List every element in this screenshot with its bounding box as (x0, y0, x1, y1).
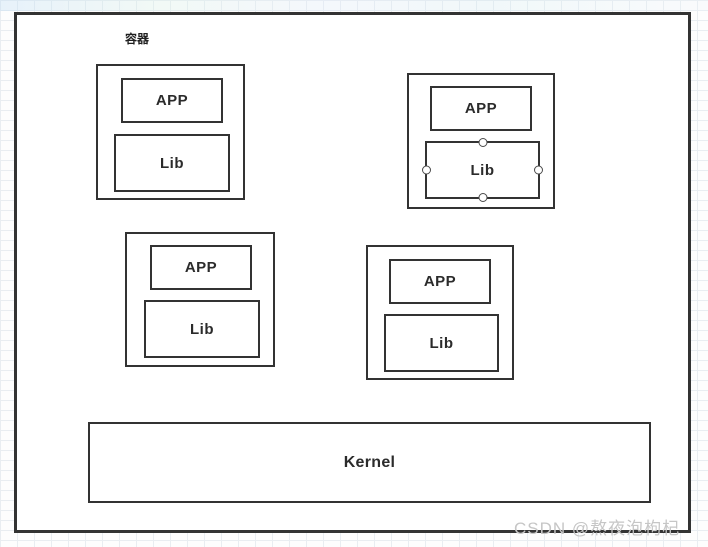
container-shape-bottom-right[interactable]: APP Lib (366, 245, 514, 380)
app-label: APP (464, 100, 498, 117)
lib-shape[interactable]: Lib (384, 314, 499, 372)
app-label: APP (423, 273, 457, 290)
kernel-shape[interactable]: Kernel (88, 422, 651, 503)
lib-shape[interactable]: Lib (114, 134, 230, 192)
lib-shape-selected[interactable]: Lib (422, 138, 543, 202)
app-label: APP (155, 92, 189, 109)
selection-handle-right[interactable] (534, 165, 543, 175)
selection-handle-bottom[interactable] (478, 193, 487, 202)
background-grid-tint (0, 0, 708, 11)
app-shape[interactable]: APP (430, 86, 532, 131)
app-shape[interactable]: APP (121, 78, 223, 123)
app-shape[interactable]: APP (389, 259, 491, 304)
container-shape-top-left[interactable]: APP Lib (96, 64, 245, 200)
selection-handle-top[interactable] (478, 138, 487, 147)
kernel-label: Kernel (343, 453, 396, 471)
lib-label: Lib (470, 161, 495, 179)
lib-label: Lib (160, 154, 184, 172)
lib-shape[interactable]: Lib (144, 300, 260, 358)
csdn-watermark: CSDN @熬夜泡枸杞 (514, 519, 681, 538)
container-label[interactable]: 容器 (125, 32, 150, 46)
lib-label: Lib (190, 320, 214, 338)
app-label: APP (184, 259, 218, 276)
selection-handle-left[interactable] (422, 165, 431, 175)
lib-label: Lib (429, 334, 454, 352)
container-shape-top-right[interactable]: APP Lib (407, 73, 555, 209)
app-shape[interactable]: APP (150, 245, 252, 290)
container-shape-bottom-left[interactable]: APP Lib (125, 232, 275, 367)
